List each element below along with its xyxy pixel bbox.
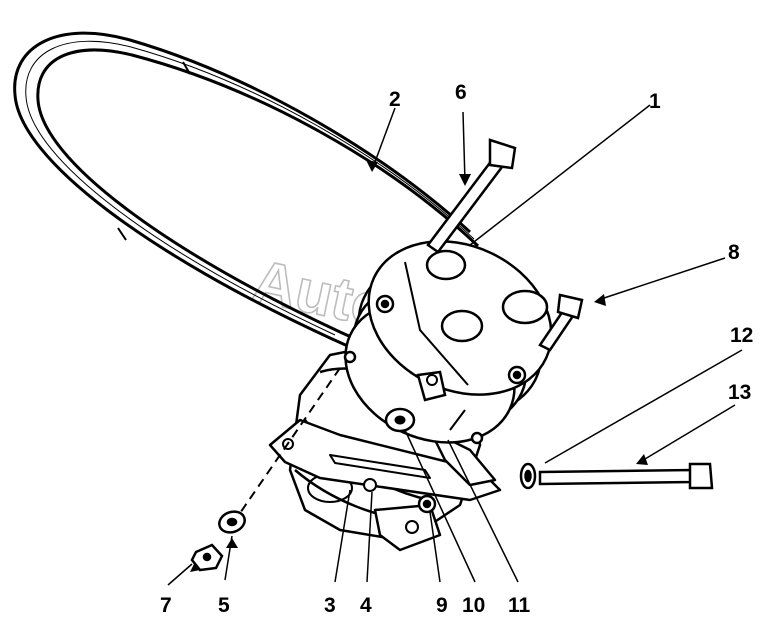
washer-10 <box>384 370 447 433</box>
washer-12 <box>519 462 537 490</box>
callout-12: 12 <box>730 324 753 347</box>
leader-1 <box>469 104 651 246</box>
bolt-6 <box>426 138 517 254</box>
leader-9 <box>429 511 441 583</box>
callout-4: 4 <box>360 594 372 617</box>
arrow-13 <box>636 454 648 465</box>
nut-7 <box>190 543 224 572</box>
nut-4 <box>363 478 377 492</box>
washer-5 <box>218 510 246 534</box>
callout-1: 1 <box>649 90 661 113</box>
leader-4 <box>366 491 373 583</box>
leader-10 <box>404 429 476 583</box>
nut-9 <box>417 494 437 514</box>
leader-8 <box>597 257 726 301</box>
arrow-7 <box>190 562 200 572</box>
leader-11 <box>447 439 519 583</box>
leader-12 <box>544 349 743 464</box>
arrow-6 <box>459 174 471 186</box>
bolt-8 <box>538 293 584 352</box>
arrow-5 <box>226 538 238 548</box>
v-belt <box>13 31 480 382</box>
leader-7 <box>167 563 193 586</box>
callout-8: 8 <box>728 241 740 264</box>
callout-3: 3 <box>324 594 336 617</box>
bolt-13 <box>538 462 714 490</box>
arrow-8 <box>594 294 606 306</box>
mounting-bracket <box>268 418 502 502</box>
leader-2 <box>371 107 396 171</box>
callout-7: 7 <box>160 594 172 617</box>
callout-5: 5 <box>218 594 230 617</box>
callout-labels: 1 2 3 4 5 6 7 8 9 10 11 12 13 <box>160 81 753 617</box>
leader-3 <box>334 489 351 583</box>
callout-6: 6 <box>455 81 467 104</box>
callout-13: 13 <box>728 381 751 404</box>
callout-10: 10 <box>462 594 485 617</box>
arrowheads <box>190 160 648 572</box>
callout-11: 11 <box>508 594 531 617</box>
leader-lines <box>167 104 743 586</box>
leader-13 <box>639 404 736 463</box>
leader-6 <box>462 111 466 183</box>
callout-9: 9 <box>436 594 448 617</box>
callout-2: 2 <box>389 88 401 111</box>
arrow-2 <box>366 160 378 172</box>
clutch-pulley <box>343 240 553 445</box>
